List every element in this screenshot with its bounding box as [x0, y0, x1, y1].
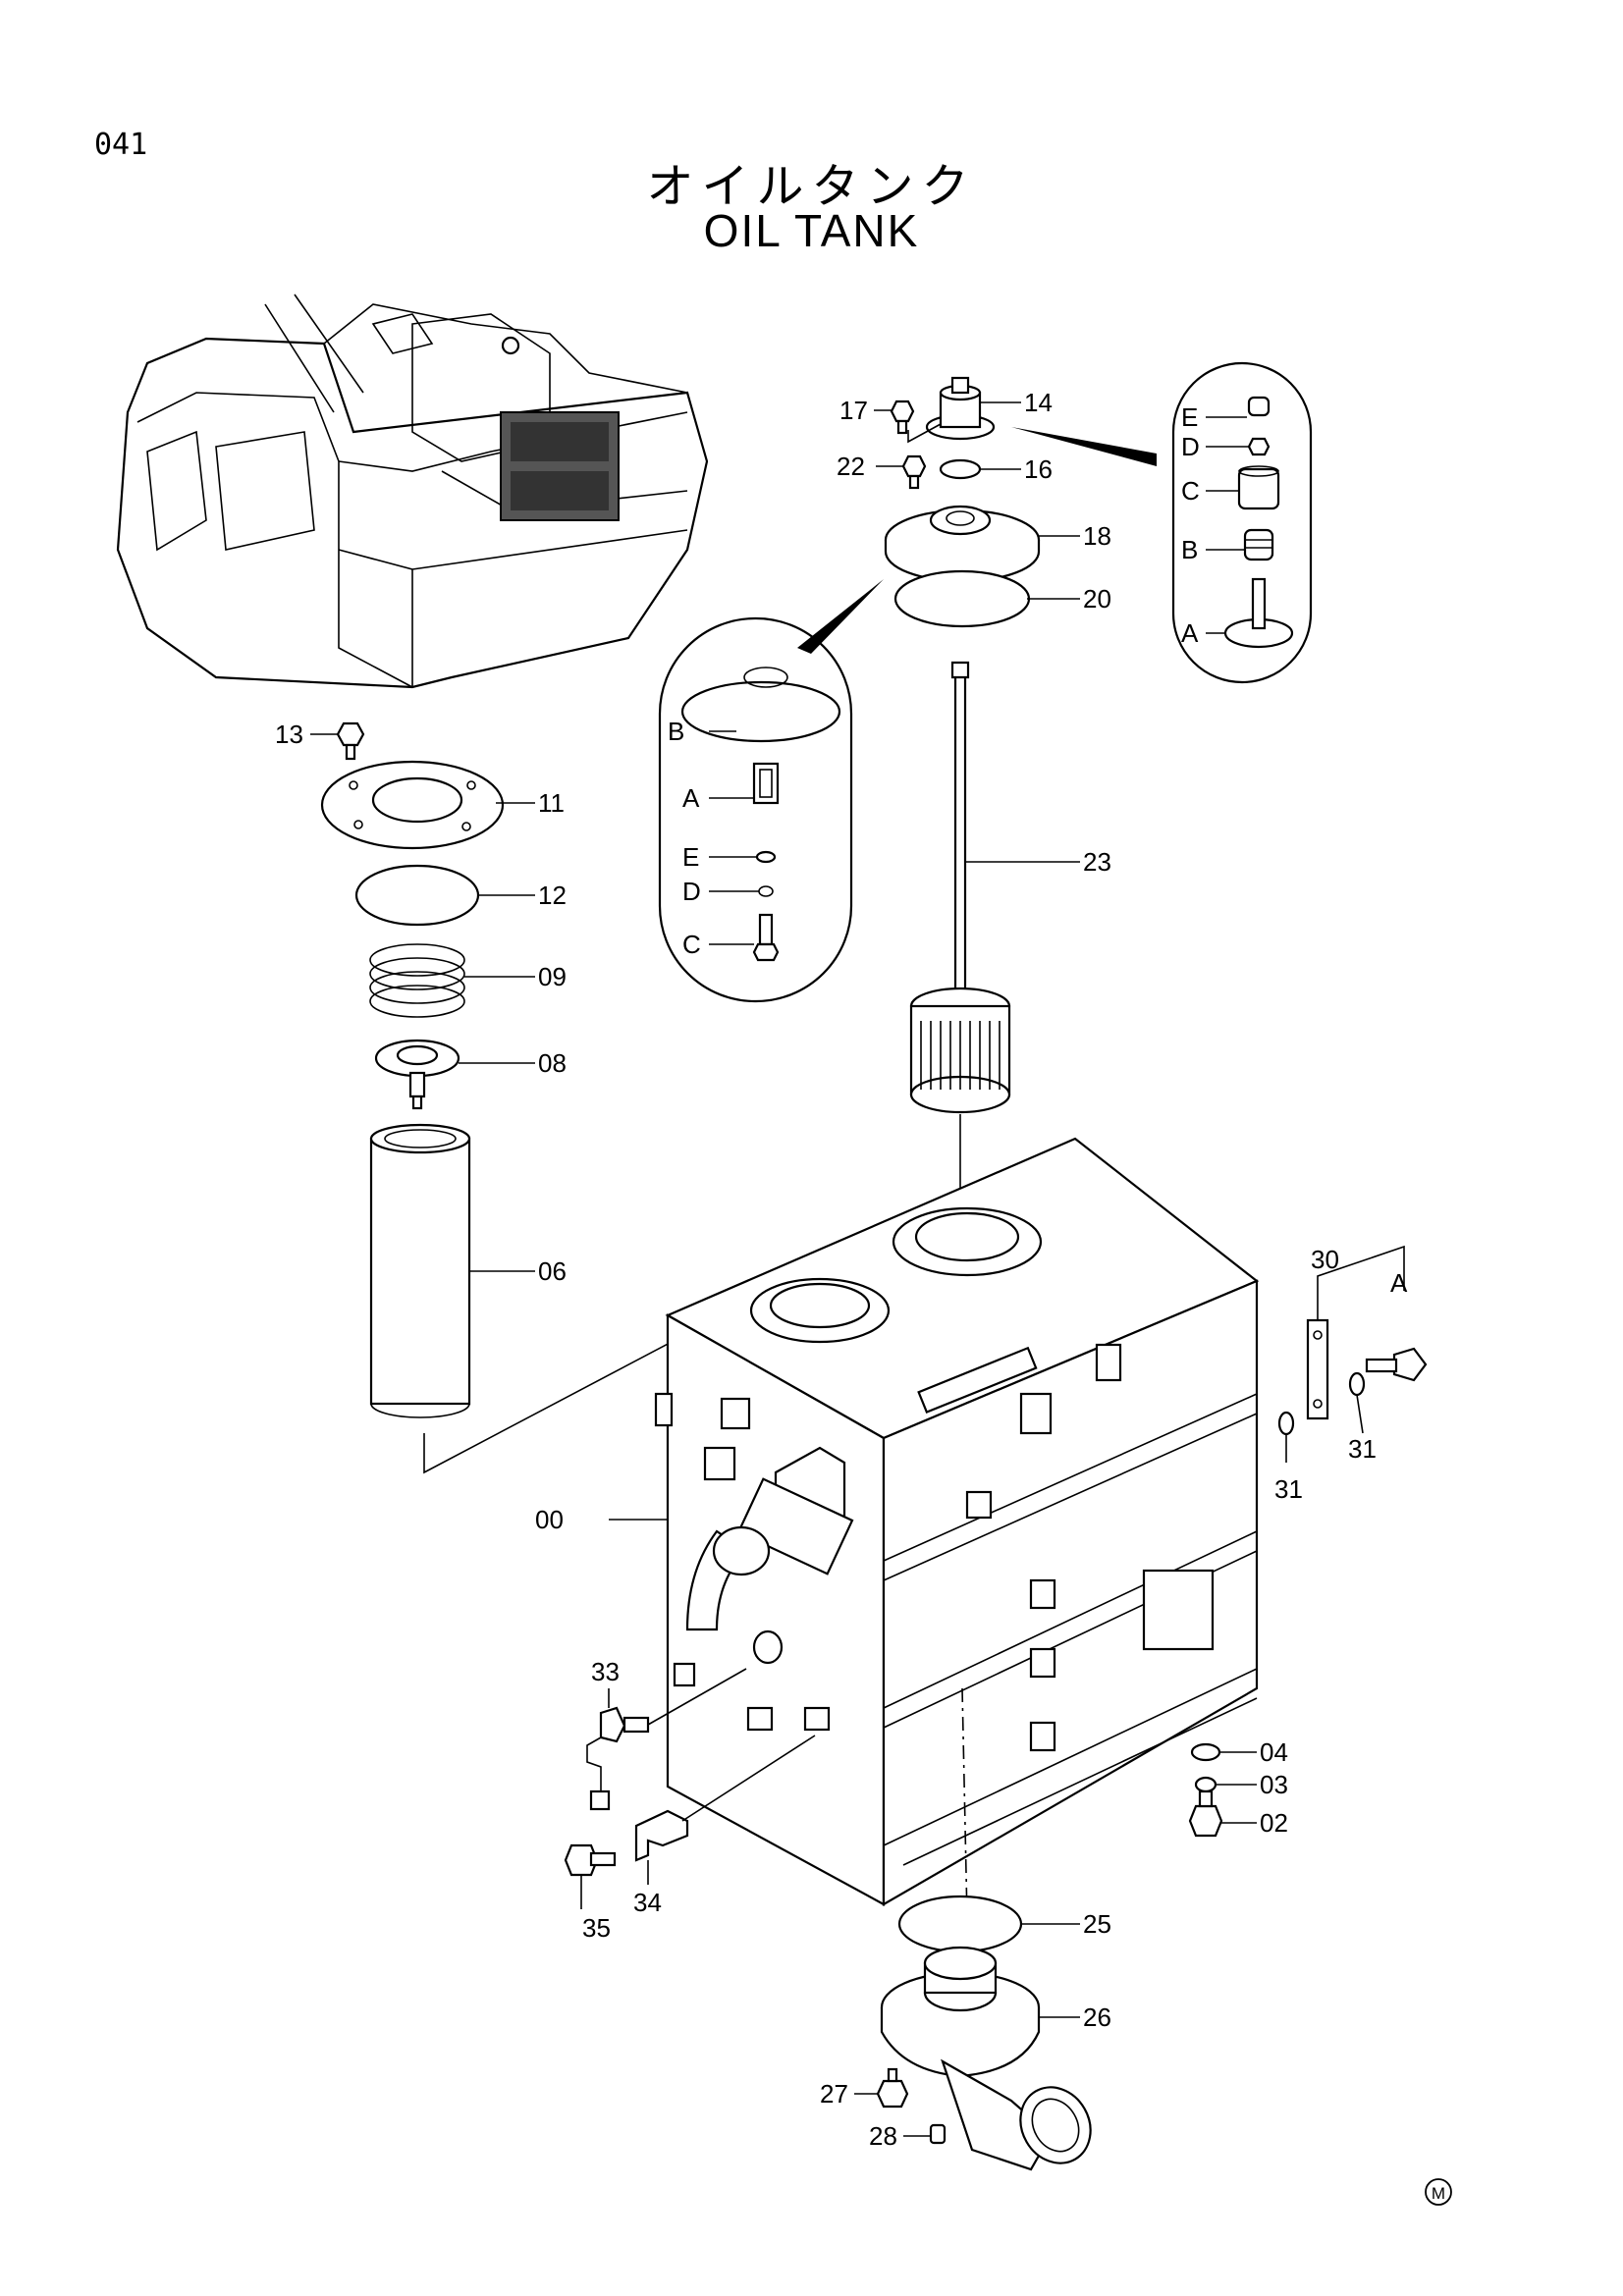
label-26: 26 — [1083, 2002, 1111, 2032]
part-06-filter-element — [369, 1123, 535, 1418]
label-20: 20 — [1083, 584, 1111, 614]
label-14: 14 — [1024, 388, 1053, 417]
marker-letter: M — [1432, 2184, 1445, 2203]
part-12-o-ring — [354, 864, 535, 927]
label-30: 30 — [1311, 1245, 1339, 1274]
label-04: 04 — [1260, 1737, 1288, 1767]
part-35-bolt — [564, 1843, 617, 1909]
part-labels: 13 11 12 09 08 06 17 14 22 16 18 20 23 0… — [275, 388, 1408, 2151]
title-japanese: オイルタンク — [646, 159, 977, 214]
part-14-breather-cap — [907, 376, 1021, 444]
label-30-A: A — [1390, 1268, 1408, 1298]
part-31-washers — [1277, 1371, 1366, 1463]
detail-right-E: E — [1181, 402, 1198, 432]
title-english: OIL TANK — [703, 205, 920, 256]
part-04-washer — [1190, 1742, 1257, 1762]
detail-left-B: B — [668, 717, 684, 746]
part-26-suction-flange — [880, 1946, 1092, 2171]
part-09-spring — [369, 943, 535, 1018]
label-22: 22 — [837, 452, 865, 481]
part-34-clamp — [634, 1735, 816, 1885]
part-08-valve — [374, 1039, 535, 1110]
label-31-left: 31 — [1274, 1474, 1303, 1504]
label-35: 35 — [582, 1913, 611, 1943]
part-22-bolt — [876, 454, 927, 490]
part-20-gasket — [893, 569, 1080, 628]
label-33: 33 — [591, 1657, 620, 1686]
part-13-bolt — [310, 721, 365, 761]
detail-left-A: A — [682, 783, 700, 813]
label-06: 06 — [538, 1256, 567, 1286]
label-18: 18 — [1083, 521, 1111, 551]
label-25: 25 — [1083, 1909, 1111, 1939]
detail-left-D: D — [682, 877, 701, 906]
oil-tank-body — [654, 1137, 1260, 1920]
detail-right-B: B — [1181, 535, 1198, 564]
detail-right-C: C — [1181, 476, 1200, 506]
circled-marker: M — [1425, 2178, 1452, 2206]
label-11: 11 — [538, 788, 565, 818]
part-17-bolt — [874, 400, 915, 435]
part-18-cover — [884, 505, 1080, 583]
part-23-rod — [950, 661, 1080, 1003]
part-30-bracket — [1306, 1245, 1405, 1420]
label-02: 02 — [1260, 1808, 1288, 1838]
part-11-cover-plate — [320, 760, 535, 850]
part-03-lock-washer — [1194, 1776, 1257, 1793]
part-25-gasket — [897, 1895, 1080, 1953]
label-28: 28 — [869, 2121, 897, 2151]
part-28-plug — [903, 2123, 947, 2145]
detail-left-C: C — [682, 930, 701, 959]
label-27: 27 — [820, 2079, 848, 2109]
part-A-bolt — [1365, 1347, 1428, 1382]
label-09: 09 — [538, 962, 567, 991]
label-23: 23 — [1083, 847, 1111, 877]
detail-bubble-left — [658, 579, 884, 1003]
label-17: 17 — [839, 396, 868, 425]
label-13: 13 — [275, 720, 303, 749]
label-31-right: 31 — [1348, 1434, 1377, 1464]
label-03: 03 — [1260, 1770, 1288, 1799]
label-34: 34 — [633, 1888, 662, 1917]
part-02-bolt — [1188, 1789, 1257, 1838]
strainer — [909, 987, 1011, 1114]
part-16-gasket — [939, 458, 1021, 480]
excavator-overview — [116, 294, 709, 689]
detail-bubble-right — [1011, 361, 1313, 684]
label-16: 16 — [1024, 454, 1053, 484]
detail-left-E: E — [682, 842, 699, 872]
label-12: 12 — [538, 881, 567, 910]
detail-right-D: D — [1181, 432, 1200, 461]
label-08: 08 — [538, 1048, 567, 1078]
part-27-bolt — [854, 2067, 909, 2109]
part-33-sensor — [586, 1668, 747, 1811]
detail-right-A: A — [1181, 618, 1199, 648]
label-00: 00 — [535, 1505, 564, 1534]
page-number: 041 — [94, 128, 148, 162]
